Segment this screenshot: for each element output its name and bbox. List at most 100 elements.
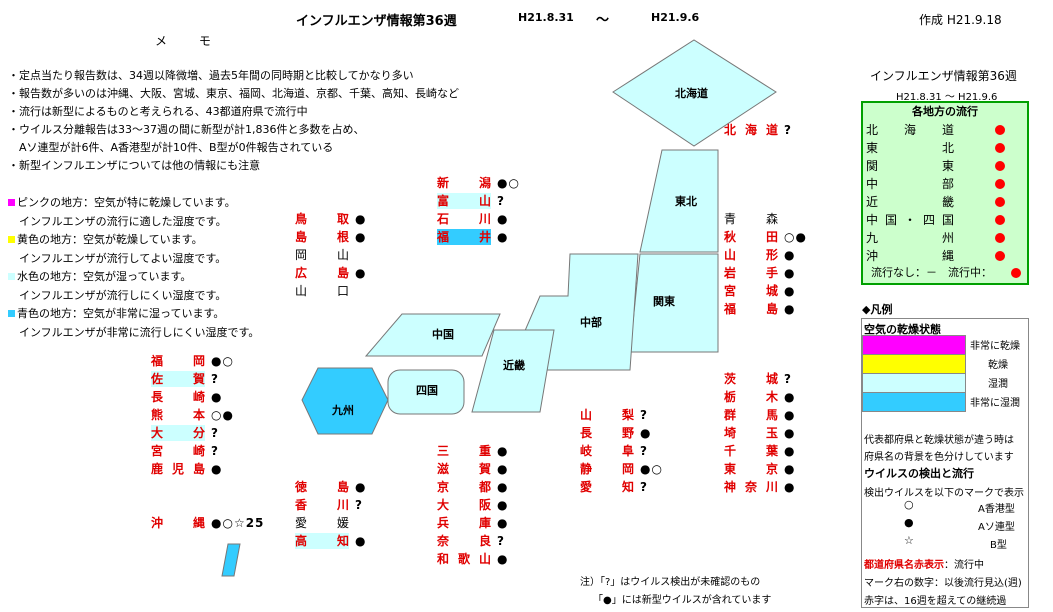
prefecture-name-kochi: 高知 [295,533,349,549]
region-row: 北海道 [863,121,1027,139]
swatch-very-humid [862,392,966,412]
prefecture-marks-kumamoto: ○● [211,408,234,422]
note-new-virus: 「●」には新型ウイルスが含れています [593,595,772,606]
prefecture-marks-chiba: ● [784,444,796,458]
region-okinawa [221,543,241,577]
region-name: 関東 [866,159,954,173]
region-name: 中国・四国 [866,213,954,227]
region-name: 近畿 [866,195,954,209]
region-row: 東北 [863,139,1027,157]
red-text-note: 赤字は、16週を超えての継続過 [864,596,1007,607]
regions-title: 各地方の流行 [912,105,978,118]
prefecture-name-aomori: 青森 [724,212,778,226]
prefecture-marks-toyama: ? [497,194,505,208]
legend-title: ◆凡例 [862,303,893,316]
side-dates: H21.8.31 ～ H21.9.6 [896,92,998,103]
region-kyushu [301,367,389,435]
prefecture-name-fukui: 福井 [437,229,491,245]
memo-block: ・定点当たり報告数は、34週以降微増、過去5年間の同時期と比較してかなり多い ・… [8,67,459,175]
memo-line: Aソ連型が計6件、A香港型が計10件、B型が0件報告されている [8,141,334,154]
prefecture-name-nara: 奈良 [437,534,491,548]
swatch-label: 乾燥 [988,360,1008,371]
blue-square-icon [8,310,15,317]
prefecture-marks-yamanashi: ? [640,408,648,422]
region-label-chubu: 中部 [580,315,602,329]
region-label-tohoku: 東北 [675,194,697,208]
prefecture-marks-tochigi: ● [784,390,796,404]
prefecture-marks-okinawa: ●○☆25 [211,516,265,530]
prefecture-name-nagano: 長野 [580,426,634,440]
region-kinki [471,329,555,413]
prefecture-name-chiba: 千葉 [724,444,778,458]
prefecture-marks-tottori: ● [355,212,367,226]
red-dot-icon [995,197,1005,207]
prefecture-marks-nagano: ● [640,426,652,440]
legend-line: インフルエンザが非常に流行しにくい湿度です。 [8,325,260,339]
prefecture-name-gunma: 群馬 [724,408,778,422]
mark-label: A香港型 [978,504,1015,515]
prefecture-name-gifu: 岐阜 [580,444,634,458]
date-from: H21.8.31 [518,11,574,24]
note-unconfirmed: 注）「?」はウイルス検出が未確認のもの [580,577,761,588]
region-shikoku [387,369,465,415]
humidity-legend: ピンクの地方：空気が特に乾燥しています。 インフルエンザの流行に適した湿度です。… [8,194,259,342]
prefecture-marks-tokyo: ● [784,462,796,476]
region-name: 沖縄 [866,249,954,263]
region-chugoku [364,313,501,357]
prefecture-marks-akita: ○● [784,230,807,244]
date-tilde: ～ [596,13,610,28]
prefecture-marks-nara: ? [497,534,505,548]
prefecture-marks-gifu: ? [640,444,648,458]
mark-soviet-icon: ● [904,516,914,529]
prefecture-name-miyazaki: 宮崎 [151,444,205,458]
legend-line: インフルエンザの流行に適した湿度です。 [8,214,227,228]
red-dot-icon [995,125,1005,135]
region-row: 九州 [863,229,1027,247]
mark-label: Aソ連型 [978,522,1015,533]
prefecture-marks-tokushima: ● [355,480,367,494]
memo-title: メ モ [155,34,225,48]
swatch-label: 非常に湿潤 [970,398,1020,409]
red-dot-icon [995,233,1005,243]
region-name: 北海道 [866,123,954,137]
prefecture-name-hokkaido: 北海道 [724,123,778,137]
memo-line: ・定点当たり報告数は、34週以降微増、過去5年間の同時期と比較してかなり多い [8,69,414,82]
prefecture-marks-hiroshima: ● [355,266,367,280]
prefecture-name-yamaguchi: 山口 [295,284,349,298]
prefecture-name-fukuoka: 福岡 [151,354,205,368]
prefecture-name-tokyo: 東京 [724,462,778,476]
legend-line: 黄色の地方：空気が乾燥しています。 [8,231,259,250]
prefecture-name-oita: 大分 [151,425,205,441]
lightblue-square-icon [8,273,15,280]
legend-box [861,318,1029,608]
legend-line: 青色の地方：空気が非常に湿っています。 [8,305,259,324]
prefecture-name-okayama: 岡山 [295,248,349,262]
prefecture-name-ishikawa: 石川 [437,212,491,226]
side-title: インフルエンザ情報第36週 [870,69,1017,83]
region-row: 中国・四国 [863,211,1027,229]
prefecture-name-hiroshima: 広島 [295,266,349,280]
red-dot-icon [995,215,1005,225]
pink-square-icon [8,199,15,206]
red-dot-icon [1011,268,1021,278]
region-tohoku [639,149,719,253]
legend-line: インフルエンザが流行しにくい湿度です。 [8,288,227,302]
region-hokkaido [612,39,777,147]
prefecture-name-ehime: 愛媛 [295,516,349,530]
region-label-kinki: 近畿 [503,358,525,372]
mark-label: B型 [990,540,1007,551]
swatch-dry [862,354,966,374]
prefecture-marks-kagawa: ? [355,498,363,512]
date-to: H21.9.6 [651,11,700,24]
red-dot-icon [995,161,1005,171]
created-date: 作成 H21.9.18 [919,13,1002,27]
prefecture-name-mie: 三重 [437,444,491,458]
prefecture-name-yamanashi: 山梨 [580,408,634,422]
region-name: 中部 [866,177,954,191]
swatch-very-dry [862,335,966,355]
prefecture-name-shiga: 滋賀 [437,462,491,476]
swatch-label: 湿潤 [988,379,1008,390]
bg-note-1: 代表都府県と乾燥状態が違う時は [864,435,1014,446]
red-dot-icon [995,143,1005,153]
